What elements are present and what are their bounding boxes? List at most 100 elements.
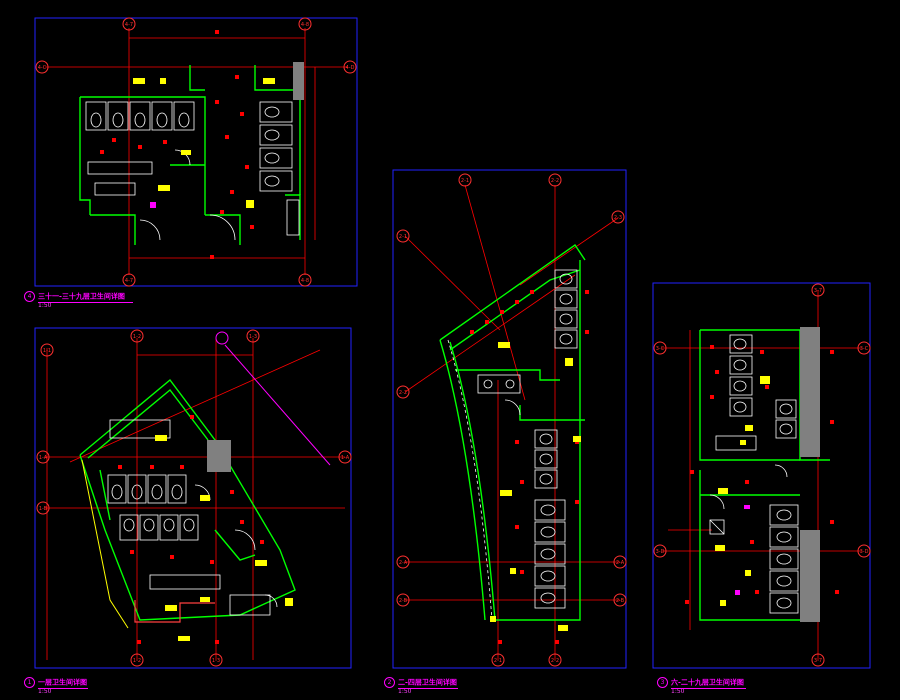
plan-2-grid-label: 1-A — [341, 455, 350, 461]
plan-2-column — [207, 440, 231, 472]
plan-2-accent-line — [224, 344, 331, 466]
plan-2-red-room — [134, 600, 215, 623]
plan-1-caption-underline — [38, 302, 133, 303]
plan-3-grid-bubble: 2-A — [613, 555, 627, 569]
plan-3-grid-label: 2-1 — [399, 234, 407, 240]
plan-2-walls — [79, 378, 296, 621]
plan-2-grid-bubble: 1-A — [36, 450, 50, 464]
plan-4-column-lower — [800, 530, 820, 622]
plan-4-caption-scale: 1:50 — [671, 688, 685, 695]
plan-1-grid-label: 4-C — [38, 65, 47, 71]
plan-1-grid-bubble: 4-8 — [298, 17, 312, 31]
plan-3-grid-bubble: 2-2 — [396, 385, 410, 399]
plan-3-grid-bubble: 2-2 — [548, 653, 562, 667]
plan-3-grid-label: 2-1 — [494, 658, 502, 664]
plan-3-grid-bubble: 2-2 — [548, 173, 562, 187]
plan-4-grid-label: 3-7 — [814, 658, 822, 664]
plan-4-grid-label: 3-D — [656, 549, 665, 555]
plan-1-accent-mark — [150, 202, 156, 208]
plan-3-labels — [490, 342, 581, 631]
plan-3-grid-label: 2-B — [399, 598, 408, 604]
plan-2-grid-bubble: 1-2 — [130, 329, 144, 343]
plan-1-grid-bubbles: 4-7 4-8 4-C 4-D 4-7 4-8 — [35, 17, 357, 287]
plan-1-frame — [34, 17, 358, 287]
plan-2-north-marker — [215, 331, 229, 345]
plan-3-grid-bubble: 2-1 — [396, 229, 410, 243]
plan-2-grid-label: 1-3 — [212, 658, 220, 664]
plan-4-grid-bubble: 3-C — [653, 341, 667, 355]
plan-1-grid-label: 4-7 — [125, 22, 133, 28]
plan-2-stalls — [107, 419, 278, 616]
plan-4-caption-title: 六-二十九层卫生间详图 — [671, 678, 744, 687]
plan-1-caption-number: 4 — [24, 291, 35, 302]
plan-4-grid-bubbles: 3-7 3-C 3-C 3-D 3-D 3-7 — [653, 283, 871, 667]
plan-2-grid-label: 1-2 — [133, 658, 141, 664]
plan-2-labels — [155, 435, 293, 641]
plan-2-grid-label: 1-B — [39, 506, 48, 512]
plan-1-grid-bubble: 4-C — [35, 60, 49, 74]
plan-4-column-upper — [800, 327, 820, 457]
plan-2-grid-label: 1-2 — [133, 334, 141, 340]
plan-2-grid-bubble: 1-1 — [40, 343, 54, 357]
plan-2-axis-lines — [45, 338, 345, 660]
plan-4-grid-label: 3-D — [860, 549, 869, 555]
plan-1-grid-label: 4-8 — [301, 22, 309, 28]
plan-1-stalls — [85, 101, 300, 241]
plan-4-caption-number: 3 — [657, 677, 668, 688]
plan-3-grid-label: 2-2 — [399, 390, 407, 396]
plan-3-grid-label: 2-A — [399, 560, 408, 566]
plan-1-grid-bubble: 4-7 — [122, 273, 136, 287]
plan-4-grid-label: 3-C — [860, 346, 869, 352]
plan-2-frame — [34, 327, 352, 669]
plan-3-grid-label: 2-1 — [461, 178, 469, 184]
plan-2-caption-underline — [38, 688, 88, 689]
plan-2-caption-number: 1 — [24, 677, 35, 688]
plan-1-red-marks — [100, 30, 254, 259]
plan-4-frame — [652, 282, 871, 669]
plan-1-labels — [133, 78, 275, 208]
plan-1-walls — [79, 65, 301, 245]
plan-2-grid-label: 1-1 — [43, 348, 51, 354]
plan-1-caption-scale: 1:50 — [38, 302, 52, 309]
plan-4-red-marks — [685, 345, 839, 604]
plan-2-outline — [81, 459, 129, 629]
plan-4-accent-marks — [735, 505, 750, 595]
plan-3-grid-label: 2-2 — [551, 178, 559, 184]
plan-3-grid-bubble: 2-3 — [611, 210, 625, 224]
plan-4-grid-bubble: 3-C — [857, 341, 871, 355]
plan-1-caption-title: 三十一-三十九层卫生间详图 — [38, 292, 125, 301]
plan-3-caption-title: 二-四层卫生间详图 — [398, 678, 457, 687]
plan-2-grid-bubble: 1-3 — [246, 329, 260, 343]
plan-1-drawing: 4-7 4-8 4-C 4-D 4-7 4-8 — [34, 17, 358, 287]
plan-4-caption-underline — [671, 688, 746, 689]
plan-4-stalls — [709, 334, 799, 614]
plan-2-grid-bubble: 1-2 — [130, 653, 144, 667]
plan-3-frame — [392, 169, 627, 669]
plan-3-grid-bubble: 2-A — [396, 555, 410, 569]
plan-3-grid-bubbles: 2-1 2-2 2-3 2-1 2-2 2-A 2-B 2-A 2-B 2-1 … — [396, 173, 627, 667]
plan-1-axis-lines — [45, 28, 348, 275]
plan-3-drawing: 2-1 2-2 2-3 2-1 2-2 2-A 2-B 2-A 2-B 2-1 … — [392, 169, 627, 669]
plan-4-grid-bubble: 3-7 — [811, 283, 825, 297]
plan-3-stalls — [447, 269, 578, 621]
plan-2-grid-bubbles: 1-1 1-2 1-3 1-A 1-B 1-A 1-2 1-3 — [36, 329, 352, 667]
plan-4-grid-label: 3-7 — [814, 288, 822, 294]
plan-1-grid-bubble: 4-7 — [122, 17, 136, 31]
plan-3-grid-bubble: 2-1 — [491, 653, 505, 667]
plan-2-grid-label: 1-A — [39, 455, 48, 461]
plan-3-grid-label: 2-A — [616, 560, 625, 566]
plan-3-grid-bubble: 2-B — [613, 593, 627, 607]
plan-3-caption-scale: 1:50 — [398, 688, 412, 695]
plan-3-grid-label: 2-2 — [551, 658, 559, 664]
plan-1-grid-bubble: 4-8 — [298, 273, 312, 287]
plan-3-caption-underline — [398, 688, 458, 689]
plan-4-labels — [715, 376, 770, 606]
plan-3-axis-lines — [404, 184, 620, 660]
plan-3-grid-bubble: 2-B — [396, 593, 410, 607]
plan-2-caption-title: 一层卫生间详图 — [38, 678, 87, 687]
